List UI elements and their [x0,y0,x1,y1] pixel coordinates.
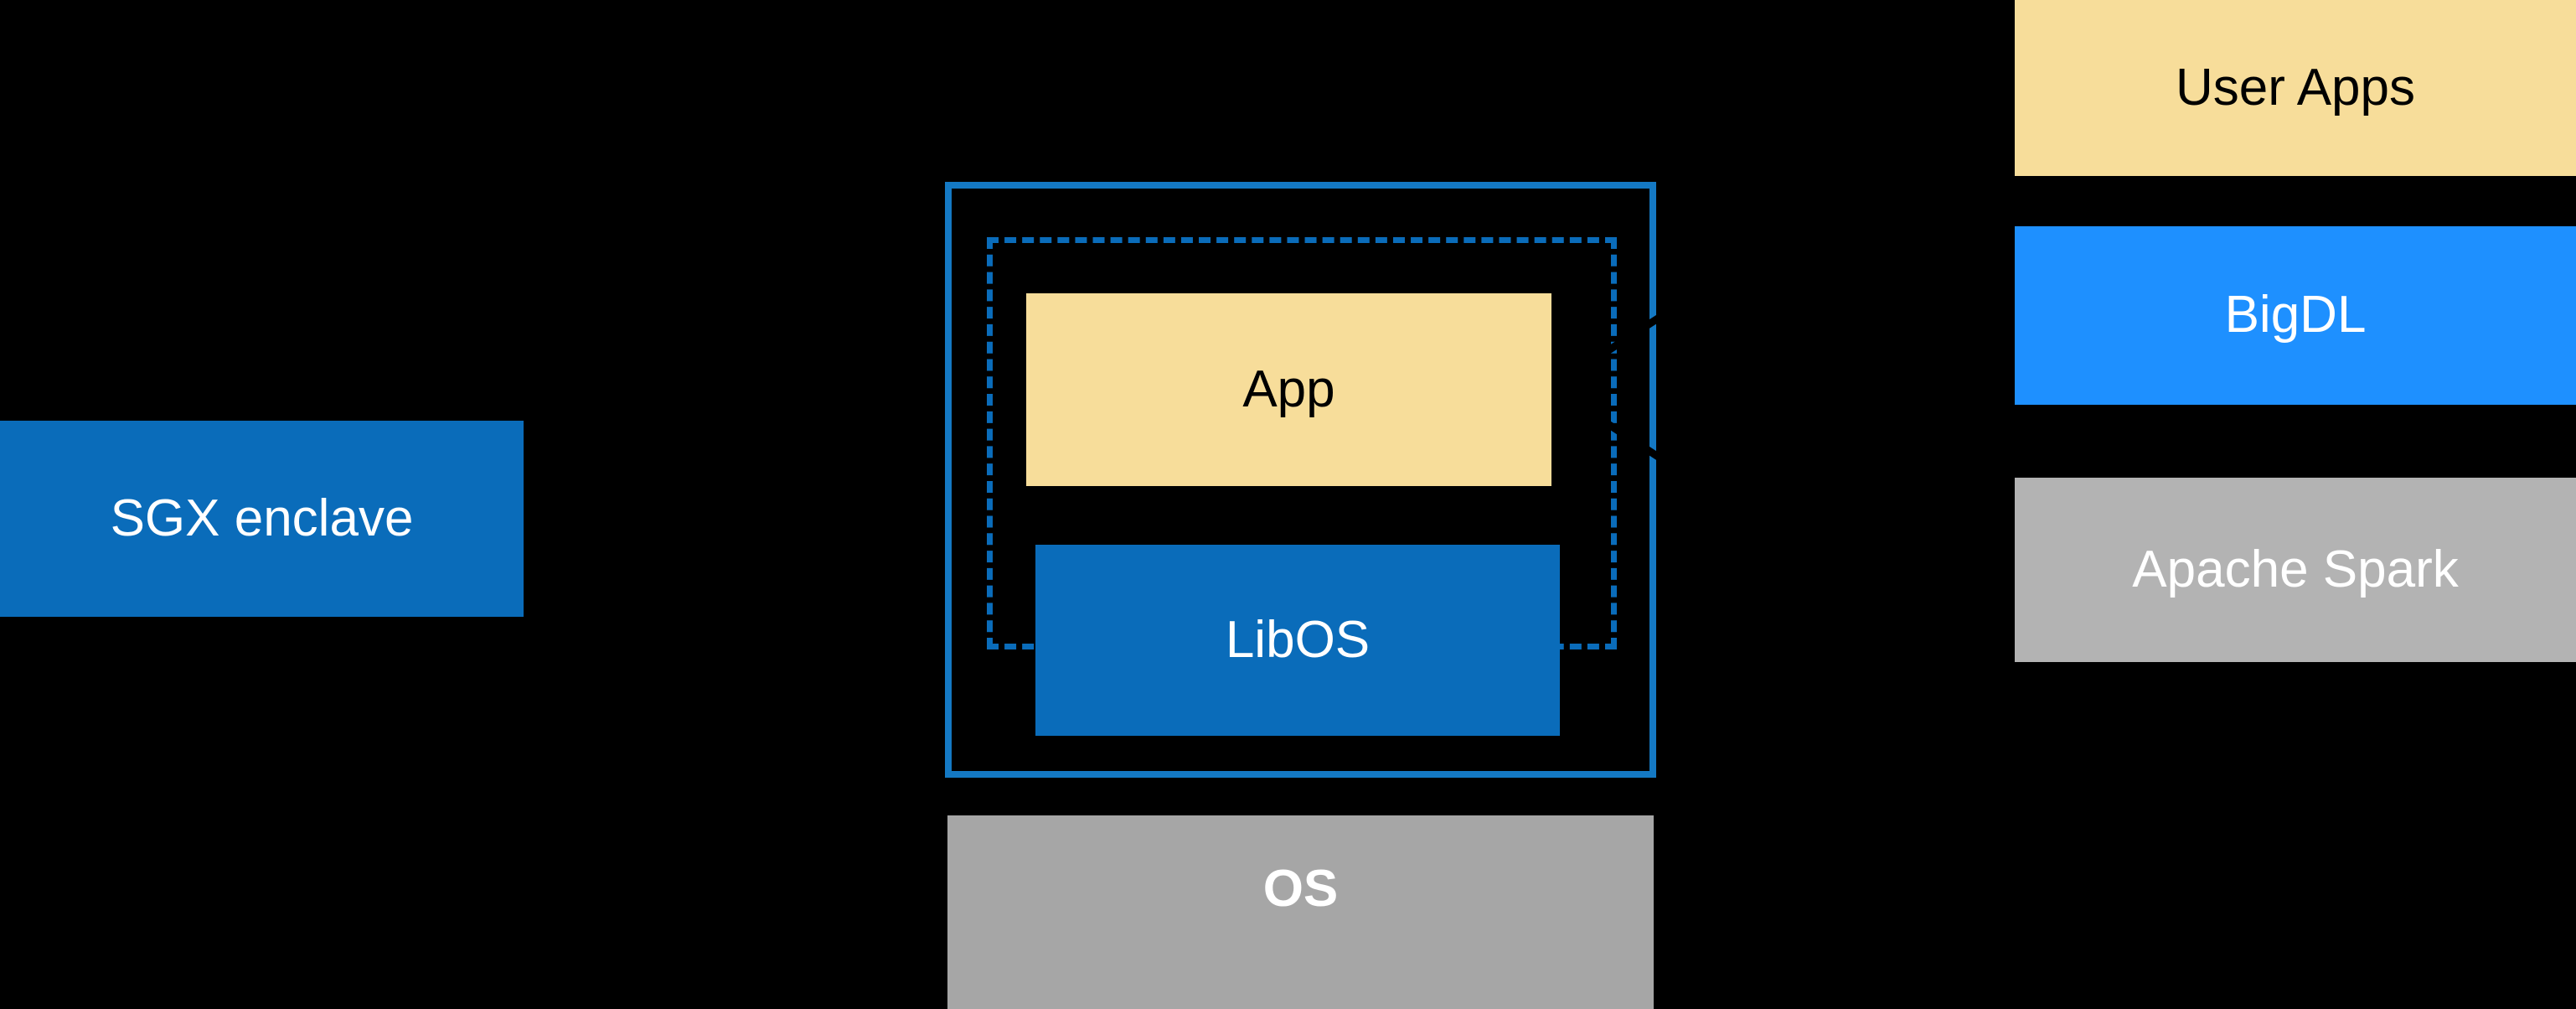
bigdl-label: BigDL [2224,286,2367,344]
user-apps-label: User Apps [2175,58,2416,116]
sgx-enclave-label: SGX enclave [110,489,414,547]
app-label: App [1242,360,1335,418]
user-apps-box[interactable]: User Apps [2015,0,2576,176]
apache-spark-box[interactable]: Apache Spark [2015,478,2576,662]
libos-label: LibOS [1225,610,1371,669]
os-box[interactable]: OS [947,815,1654,1009]
apache-spark-label: Apache Spark [2132,540,2459,598]
sgx-enclave-box[interactable]: SGX enclave [0,421,524,617]
bigdl-box[interactable]: BigDL [2015,226,2576,405]
sgx-enclave-leader-line [524,504,945,525]
libos-box[interactable]: LibOS [1035,545,1560,736]
os-label: OS [1262,860,1339,918]
app-box[interactable]: App [1026,293,1551,486]
enclave-outline-container [945,182,1656,778]
